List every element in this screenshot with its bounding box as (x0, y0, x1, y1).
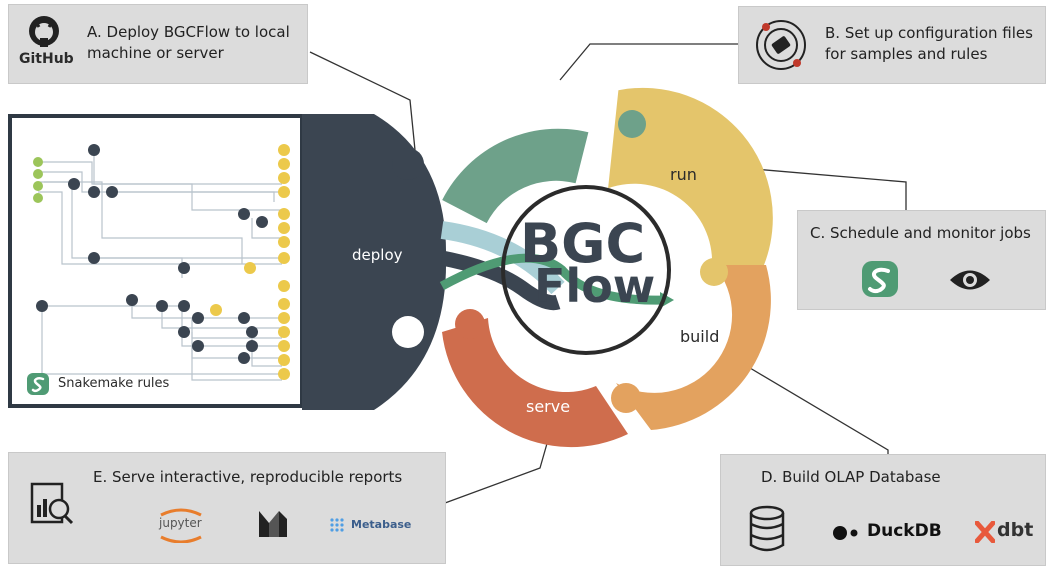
snakemake-rules-label: Snakemake rules (58, 376, 170, 391)
bgc-text: BGC (520, 212, 645, 275)
metabase-logo-icon (329, 517, 349, 533)
jupyter-logo-icon (155, 507, 207, 544)
snakemake-icon (860, 259, 900, 299)
callout-e-text: E. Serve interactive, reproducible repor… (93, 468, 403, 486)
callout-d-text: D. Build OLAP Database (761, 468, 941, 486)
center-ring (501, 185, 671, 355)
callout-serve: E. Serve interactive, reproducible repor… (8, 452, 446, 564)
segment-serve (442, 318, 628, 448)
report-icon (29, 481, 75, 527)
eye-icon (948, 267, 992, 293)
callout-b-line2: for samples and rules (825, 45, 988, 63)
label-run: run (670, 165, 697, 184)
github-label: GitHub (19, 51, 74, 67)
segment-run (608, 87, 773, 265)
duckdb-label: DuckDB (867, 521, 942, 541)
metabase-label: Metabase (351, 518, 412, 531)
deploy-puzzle-notch (392, 316, 424, 348)
init-puzzle-tab (618, 110, 646, 138)
github-icon (21, 13, 67, 73)
database-icon (747, 505, 787, 553)
callout-a-line1: A. Deploy BGCFlow to local (87, 23, 290, 41)
config-target-icon (753, 17, 809, 73)
observable-logo-icon (255, 505, 291, 541)
callout-c-text: C. Schedule and monitor jobs (810, 224, 1031, 242)
run-puzzle-tab (700, 258, 728, 286)
snakemake-small-icon (26, 372, 50, 396)
segment-init (442, 128, 589, 224)
label-deploy: deploy (352, 246, 403, 264)
dbt-label: dbt (997, 519, 1034, 541)
callout-schedule: C. Schedule and monitor jobs (797, 210, 1046, 310)
serve-puzzle-tab (455, 309, 485, 339)
swoosh-run (439, 253, 665, 305)
duckdb-logo-icon (833, 525, 861, 540)
callout-b-line1: B. Set up configuration files (825, 24, 1033, 42)
callout-configure: B. Set up configuration files for sample… (738, 6, 1046, 84)
swoosh-deploy (440, 250, 561, 311)
callout-deploy: GitHub A. Deploy BGCFlow to local machin… (8, 4, 308, 84)
label-serve: serve (526, 397, 570, 416)
segment-build (616, 265, 771, 430)
snakemake-rules-panel: Snakemake rules (8, 114, 304, 408)
bgcflow-wheel: BGC Flow init run build serve deploy (302, 87, 773, 448)
deploy-puzzle-tab (392, 148, 424, 180)
dbt-logo-icon (974, 520, 996, 544)
callout-a-line2: machine or server (87, 44, 224, 62)
build-puzzle-tab (611, 383, 641, 413)
callout-build-db: D. Build OLAP Database DuckDB dbt (720, 454, 1046, 566)
flow-text: Flow (534, 259, 655, 313)
label-build: build (680, 327, 719, 346)
label-init: init (518, 111, 543, 130)
jupyter-label: jupyter (159, 516, 202, 530)
rule-dag-graph (33, 144, 290, 381)
